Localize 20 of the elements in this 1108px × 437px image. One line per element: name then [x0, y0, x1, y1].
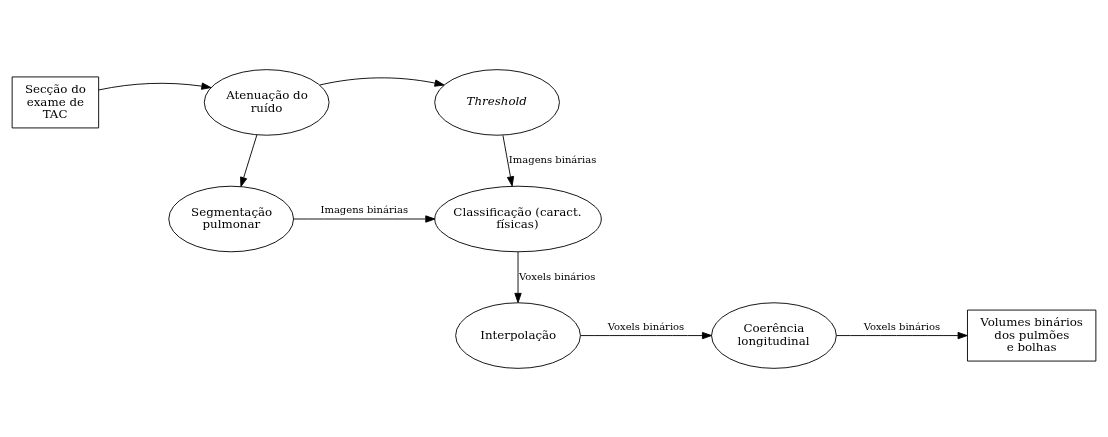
arrow	[319, 76, 445, 87]
arrow	[514, 250, 522, 303]
node-box: Volumes binários dos pulmões e bolhas	[967, 309, 1097, 362]
node-box: Secção do exame de TAC	[11, 75, 100, 128]
arrow	[98, 82, 212, 90]
arrow	[835, 331, 968, 339]
arrow	[293, 214, 436, 223]
edge-label: Voxels binários	[518, 270, 596, 282]
arrow	[240, 134, 258, 187]
node-ellipse: Atenuação do ruído	[203, 68, 330, 136]
edge-label: Voxels binários	[863, 320, 941, 332]
node-ellipse: Segmentação pulmonar	[168, 185, 294, 252]
arrow	[580, 331, 712, 339]
node-ellipse: Coerência longitudinal	[711, 301, 837, 369]
edge-label: Voxels binários	[607, 320, 685, 332]
node-ellipse: Classificação (caract. físicas)	[434, 185, 602, 252]
edge-label: Imagens binárias	[508, 153, 597, 165]
edge-label: Imagens binárias	[320, 203, 409, 215]
node-ellipse: Interpolação	[455, 301, 581, 369]
arrow	[502, 134, 515, 186]
